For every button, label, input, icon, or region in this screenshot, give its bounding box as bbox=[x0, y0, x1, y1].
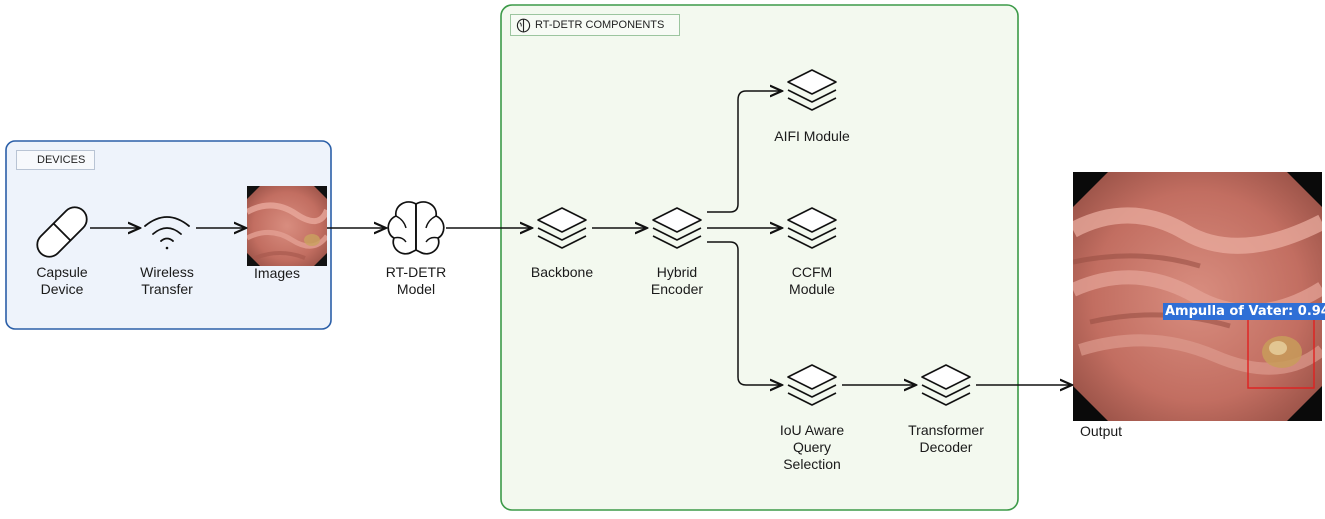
wifi-icon bbox=[144, 216, 190, 250]
capsule-label-line2: Device bbox=[40, 281, 84, 297]
devices-group-title: DEVICES bbox=[37, 153, 86, 166]
endoscopy-thumbnail bbox=[247, 186, 327, 266]
flow-arrows bbox=[90, 91, 1072, 385]
wireless-label-line1: Wireless bbox=[140, 264, 194, 280]
iou-label-line3: Selection bbox=[783, 456, 841, 472]
capsule-label-line1: Capsule bbox=[36, 264, 88, 280]
ccfm-label-line1: CCFM bbox=[791, 264, 833, 280]
devices-group-tag: DEVICES bbox=[16, 150, 95, 170]
brain-icon bbox=[516, 18, 531, 32]
hybrid-label-line1: Hybrid bbox=[656, 264, 698, 280]
detection-label: Ampulla of Vater: 0.94 bbox=[1163, 303, 1325, 320]
decoder-label-line1: Transformer bbox=[908, 422, 984, 438]
rt-detr-model-label: RT-DETR Model bbox=[371, 264, 461, 298]
decoder-label-line2: Decoder bbox=[919, 439, 973, 455]
output-detection-image bbox=[1073, 172, 1322, 421]
components-group-title: RT-DETR COMPONENTS bbox=[535, 18, 665, 31]
iou-query-selection-label: IoU Aware Query Selection bbox=[762, 422, 862, 473]
capsule-pill-icon bbox=[36, 206, 88, 258]
hybrid-encoder-label: Hybrid Encoder bbox=[632, 264, 722, 298]
components-group-box bbox=[500, 4, 1019, 511]
model-label-line1: RT-DETR bbox=[385, 264, 447, 280]
ccfm-label-line2: Module bbox=[789, 281, 835, 297]
wireless-transfer-label: Wireless Transfer bbox=[127, 264, 207, 298]
iou-label-line2: Query bbox=[792, 439, 832, 455]
hybrid-label-line2: Encoder bbox=[650, 281, 704, 297]
brain-icon bbox=[387, 201, 445, 255]
components-group-tag: RT-DETR COMPONENTS bbox=[510, 14, 680, 36]
aifi-module-label: AIFI Module bbox=[774, 128, 850, 144]
arrow-hybrid-to-aifi bbox=[707, 91, 782, 213]
images-label: Images bbox=[254, 265, 300, 281]
wireless-label-line2: Transfer bbox=[141, 281, 193, 297]
arrow-hybrid-to-iou bbox=[707, 241, 782, 385]
capsule-device-label: Capsule Device bbox=[22, 264, 102, 298]
transformer-decoder-label: Transformer Decoder bbox=[891, 422, 1001, 456]
ccfm-module-label: CCFM Module bbox=[767, 264, 857, 298]
backbone-label: Backbone bbox=[530, 264, 594, 280]
iou-label-line1: IoU Aware bbox=[779, 422, 845, 438]
model-label-line2: Model bbox=[396, 281, 436, 297]
output-label: Output bbox=[1080, 423, 1123, 439]
